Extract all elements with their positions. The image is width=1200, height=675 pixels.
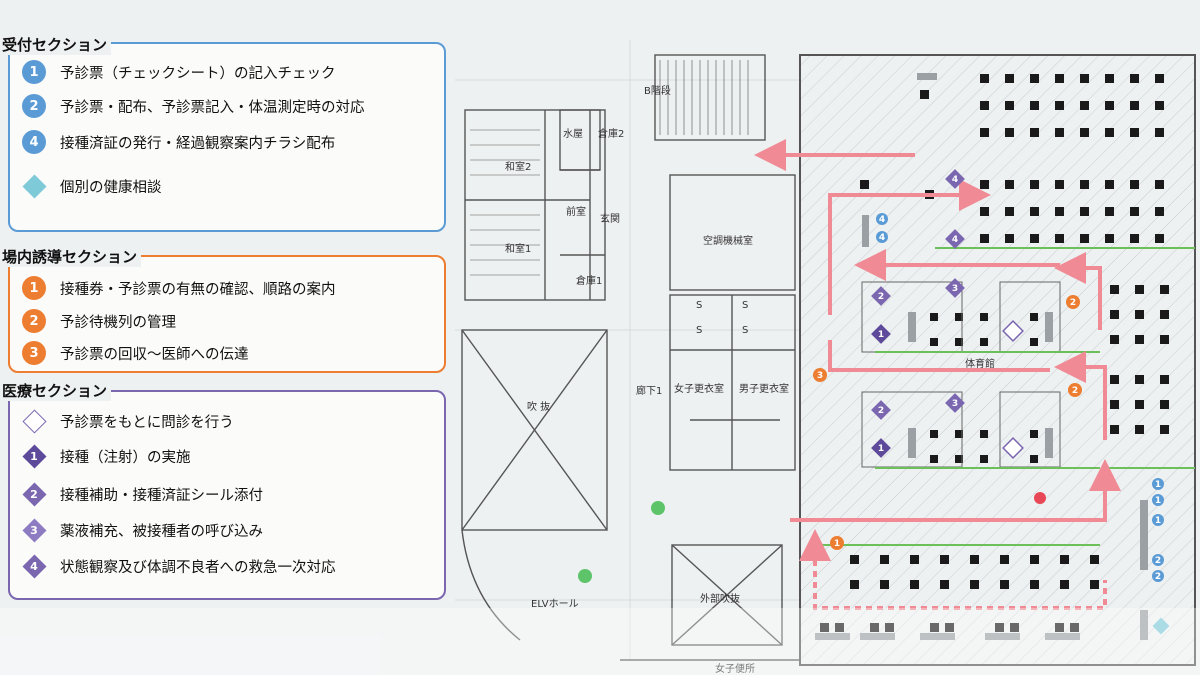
bottom-band — [0, 608, 1200, 675]
label-s-1: S — [696, 300, 703, 311]
floor-markers: 4 4 1 1 1 2 2 2 2 3 1 — [813, 213, 1164, 582]
medical-title: 医療セクション — [0, 380, 112, 401]
label-s-4: S — [742, 325, 749, 336]
label-women-toilet: 女子便所 — [715, 664, 755, 675]
medical-item-3: 3 薬液補充、被接種者の呼び込み — [21, 517, 263, 543]
medical-item-1: 1 接種（注射）の実施 — [21, 443, 191, 469]
diamond-purple-3-icon: 3 — [21, 517, 47, 543]
label-washitsu-2: 和室2 — [505, 162, 532, 173]
desks — [815, 73, 1148, 640]
label-elv-hall: ELVホール — [531, 599, 579, 610]
guidance-panel — [8, 255, 446, 373]
medical-panel — [8, 390, 446, 600]
label-washitsu-1: 和室1 — [505, 244, 532, 255]
guidance-item-2: 2 予診待機列の管理 — [22, 309, 176, 333]
marker-circle-orange-2: 2 — [22, 309, 46, 333]
reception-panel — [8, 42, 446, 232]
red-dot — [1034, 492, 1046, 504]
medical-item-2: 2 接種補助・接種済証シール添付 — [21, 481, 263, 507]
diamond-markers: 4 4 2 3 1 2 3 1 — [871, 169, 1170, 635]
label-rouka-1: 廊下1 — [636, 386, 663, 397]
svg-text:4: 4 — [952, 235, 958, 245]
svg-text:2: 2 — [878, 292, 884, 302]
green-dot — [651, 501, 665, 515]
label-men-locker: 男子更衣室 — [739, 384, 789, 395]
label-stairs-b: B階段 — [644, 86, 671, 97]
label-souko-1: 倉庫1 — [576, 276, 603, 287]
label-mizuya: 水屋 — [563, 129, 583, 140]
route-arrows — [754, 139, 1121, 610]
marker-circle-blue-4: 4 — [22, 130, 46, 154]
marker-circle-blue-1: 1 — [22, 60, 46, 84]
svg-text:1: 1 — [1155, 496, 1161, 506]
svg-text:3: 3 — [952, 284, 958, 294]
svg-text:1: 1 — [878, 444, 884, 454]
svg-text:1: 1 — [1155, 516, 1161, 526]
gym-area — [799, 54, 1196, 666]
label-gym: 体育館 — [965, 359, 995, 370]
diamond-teal-icon — [21, 173, 47, 199]
diamond-purple-1-icon: 1 — [21, 443, 47, 469]
guidance-item-3: 3 予診票の回収～医師への伝達 — [22, 341, 249, 365]
reception-item-4: 4 接種済証の発行・経過観察案内チラシ配布 — [22, 130, 335, 154]
diamond-outline-icon — [21, 408, 47, 434]
marker-circle-orange-3: 3 — [22, 341, 46, 365]
guidance-title: 場内誘導セクション — [0, 246, 142, 267]
svg-text:2: 2 — [1155, 572, 1161, 582]
svg-text:2: 2 — [1155, 556, 1161, 566]
svg-text:2: 2 — [1070, 298, 1076, 308]
marker-circle-blue-2: 2 — [22, 94, 46, 118]
label-souko-2: 倉庫2 — [598, 129, 625, 140]
svg-text:3: 3 — [817, 371, 823, 381]
chair-grid — [820, 74, 1169, 632]
reception-title: 受付セクション — [0, 34, 112, 55]
svg-text:4: 4 — [952, 175, 958, 185]
svg-text:1: 1 — [1155, 480, 1161, 490]
svg-text:4: 4 — [879, 215, 885, 225]
label-maeshitsu: 前室 — [566, 207, 586, 218]
svg-text:2: 2 — [878, 406, 884, 416]
svg-text:1: 1 — [834, 539, 840, 549]
plan-walls — [461, 54, 800, 661]
reception-item-1: 1 予診票（チェックシート）の記入チェック — [22, 60, 336, 84]
svg-text:3: 3 — [952, 399, 958, 409]
svg-text:2: 2 — [1072, 386, 1078, 396]
label-s-3: S — [742, 300, 749, 311]
label-fukinuke: 吹 抜 — [527, 402, 551, 413]
green-dot — [578, 569, 592, 583]
label-outer-void: 外部吹抜 — [700, 594, 740, 605]
medical-item-interview: 予診票をもとに問診を行う — [21, 408, 234, 434]
label-kucho: 空調機械室 — [703, 236, 753, 247]
reception-item-2: 2 予診票・配布、予診票記入・体温測定時の対応 — [22, 94, 365, 118]
diamond-purple-2-icon: 2 — [21, 481, 47, 507]
svg-text:1: 1 — [878, 330, 884, 340]
medical-item-4: 4 状態観察及び体調不良者への救急一次対応 — [21, 553, 336, 579]
label-genkan: 玄関 — [600, 214, 620, 225]
reception-item-consult: 個別の健康相談 — [21, 173, 162, 199]
svg-text:4: 4 — [879, 233, 885, 243]
guidance-item-1: 1 接種券・予診票の有無の確認、順路の案内 — [22, 276, 336, 300]
diamond-purple-4-icon: 4 — [21, 553, 47, 579]
label-women-locker: 女子更衣室 — [674, 384, 724, 395]
label-s-2: S — [696, 325, 703, 336]
marker-circle-orange-1: 1 — [22, 276, 46, 300]
